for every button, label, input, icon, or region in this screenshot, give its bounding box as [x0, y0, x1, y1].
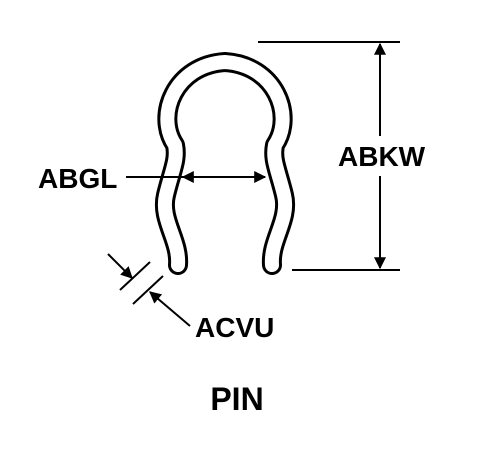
height-dimension: ABKW	[258, 41, 430, 271]
pin-clip-fill	[157, 55, 293, 272]
thickness-extension-upper	[119, 261, 151, 291]
height-label: ABKW	[338, 141, 426, 172]
diagram-title: PIN	[210, 381, 263, 417]
inner-width-label: ABGL	[38, 163, 117, 194]
thickness-arrow-upper	[107, 253, 133, 279]
thickness-arrow-lower	[149, 291, 191, 327]
thickness-dimension: ACVU	[107, 253, 274, 343]
inner-width-dimension: ABGL	[38, 163, 267, 194]
pin-clip-outline	[154, 52, 296, 275]
pin-clip-shape	[154, 52, 296, 275]
thickness-extension-lower	[132, 275, 164, 305]
height-label-mask	[330, 136, 430, 176]
thickness-label: ACVU	[195, 312, 274, 343]
